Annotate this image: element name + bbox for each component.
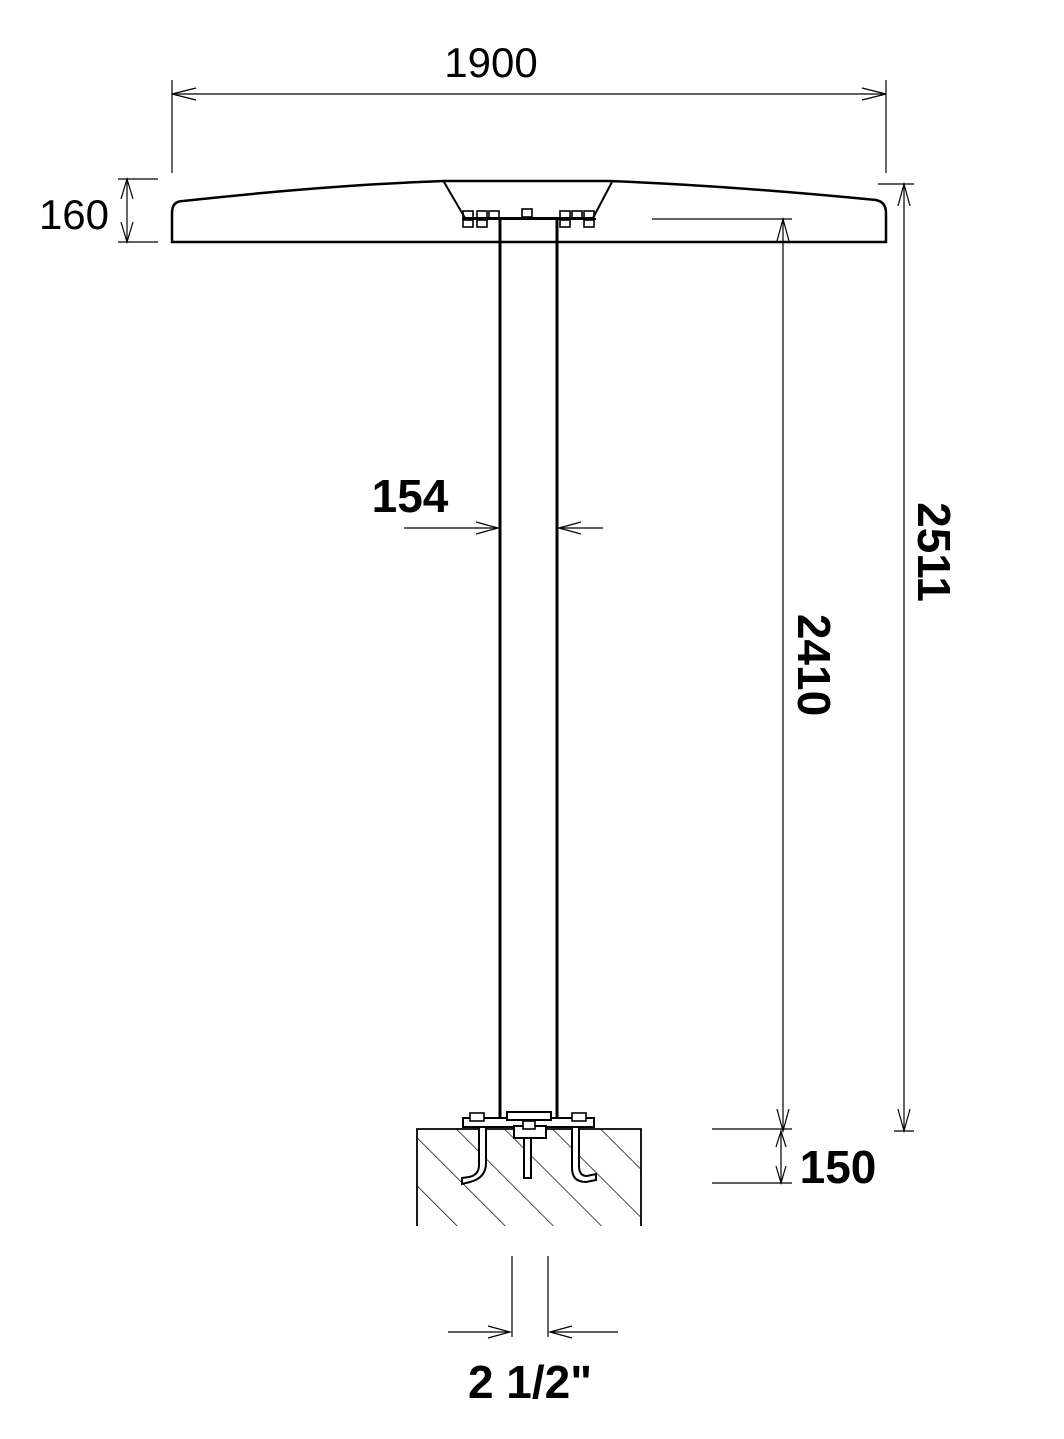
foundation [416, 1111, 642, 1226]
dim-canopy-thickness: 160 [39, 191, 109, 238]
canopy [170, 179, 888, 244]
anchor-bolt-left [461, 1126, 487, 1186]
dim-embed-depth: 150 [800, 1141, 877, 1193]
dim-post-diameter: 154 [372, 470, 449, 522]
anchor-bolt-right [571, 1126, 597, 1184]
dim-post-height: 2410 [788, 614, 840, 716]
post [498, 219, 559, 1121]
dim-pipe-size: 2 1/2" [468, 1356, 592, 1408]
dimension-lines [118, 80, 914, 1339]
anchor-bolt-center [523, 1137, 532, 1179]
canopy-outline [170, 179, 888, 244]
dim-overall-width: 1900 [444, 39, 537, 86]
top-flange-bolts [462, 208, 595, 228]
dim-overall-height: 2511 [908, 502, 960, 602]
